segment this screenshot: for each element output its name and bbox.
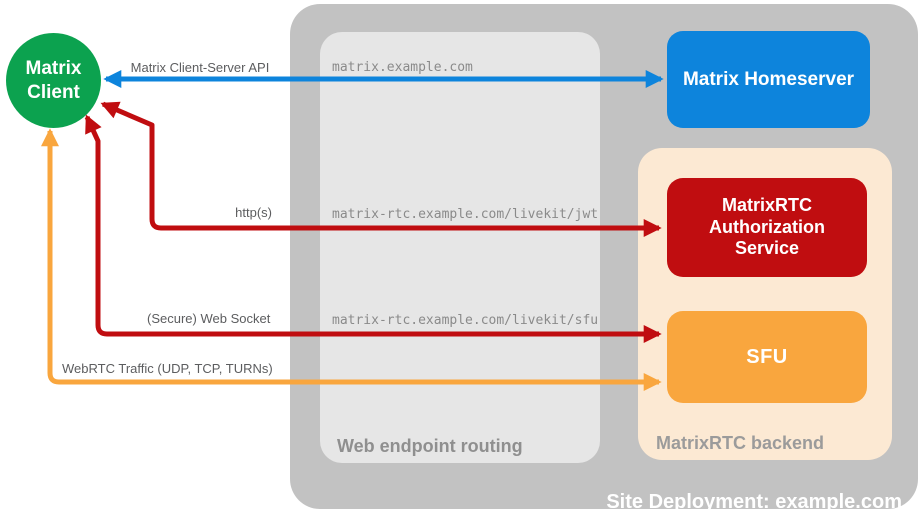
matrixrtc-backend-caption: MatrixRTC backend	[656, 433, 825, 453]
matrix-client-label: Matrix Client	[25, 57, 82, 103]
webrtc-traffic-label: WebRTC Traffic (UDP, TCP, TURNs)	[62, 361, 273, 376]
secure-websocket-label: (Secure) Web Socket	[147, 311, 271, 326]
sfu-label: SFU	[746, 345, 788, 368]
https-label: http(s)	[235, 205, 272, 220]
site-deployment-caption: Site Deployment: example.com	[606, 491, 902, 513]
endpoint-livekit-jwt: matrix-rtc.example.com/livekit/jwt	[332, 207, 599, 222]
endpoint-matrix-domain: matrix.example.com	[332, 60, 473, 75]
endpoint-livekit-sfu: matrix-rtc.example.com/livekit/sfu	[332, 313, 599, 328]
matrix-homeserver-node: Matrix Homeserver	[667, 31, 870, 128]
web-endpoint-routing-caption: Web endpoint routing	[337, 436, 523, 456]
sfu-node: SFU	[667, 311, 867, 403]
client-server-api-label: Matrix Client-Server API	[130, 60, 270, 75]
matrix-client-node: Matrix Client	[6, 33, 101, 128]
matrix-homeserver-label: Matrix Homeserver	[682, 68, 855, 90]
matrixrtc-authorization-service-node: MatrixRTC Authorization Service	[667, 178, 867, 277]
matrixrtc-authorization-service-label: MatrixRTC Authorization Service	[709, 194, 825, 259]
web-endpoint-routing-container	[320, 32, 600, 463]
